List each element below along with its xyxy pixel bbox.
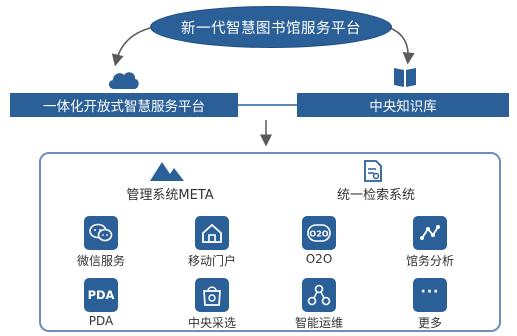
meta-system-label: 管理系统META (126, 188, 214, 203)
shopping-bag-icon[interactable] (195, 278, 229, 312)
search-system-label: 统一检索系统 (336, 188, 415, 203)
left-platform-label: 一体化开放式智慧服务平台 (43, 99, 205, 115)
app-label-pda: PDA (88, 314, 114, 328)
right-platform-bar: 中央知识库 (297, 93, 509, 117)
app-label-more: 更多 (417, 316, 442, 330)
top-platform-ellipse: 新一代智慧图书馆服务平台 (150, 6, 392, 48)
app-label-analysis: 馆务分析 (405, 254, 454, 268)
right-platform-label: 中央知识库 (369, 99, 437, 115)
wechat-icon[interactable] (84, 216, 118, 250)
svg-text:O2O: O2O (309, 230, 328, 239)
document-search-icon (364, 160, 382, 182)
app-label-central-procurement: 中央采选 (187, 316, 236, 330)
pda-icon-text: PDA (87, 288, 115, 302)
top-platform-label: 新一代智慧图书馆服务平台 (181, 20, 361, 37)
app-label-o2o: O2O (305, 252, 333, 266)
arrow-to-right-platform (389, 27, 415, 65)
more-icon-text: ··· (420, 284, 440, 300)
home-icon[interactable] (195, 216, 229, 250)
mountain-icon (150, 162, 184, 181)
app-label-smart-ops: 智能运维 (294, 316, 343, 330)
network-icon[interactable] (302, 278, 336, 312)
connector-arrows (111, 27, 415, 147)
more-icon[interactable]: ··· (413, 278, 447, 312)
o2o-icon[interactable]: O2O (302, 216, 336, 250)
analysis-icon[interactable] (413, 216, 447, 250)
pda-icon[interactable]: PDA (84, 278, 118, 312)
app-label-wechat: 微信服务 (76, 254, 125, 268)
arrow-to-left-platform (111, 27, 151, 67)
cloud-icon (108, 72, 139, 89)
book-icon (394, 68, 416, 87)
left-platform-bar: 一体化开放式智慧服务平台 (10, 93, 238, 117)
app-label-mobile-portal: 移动门户 (187, 254, 236, 268)
